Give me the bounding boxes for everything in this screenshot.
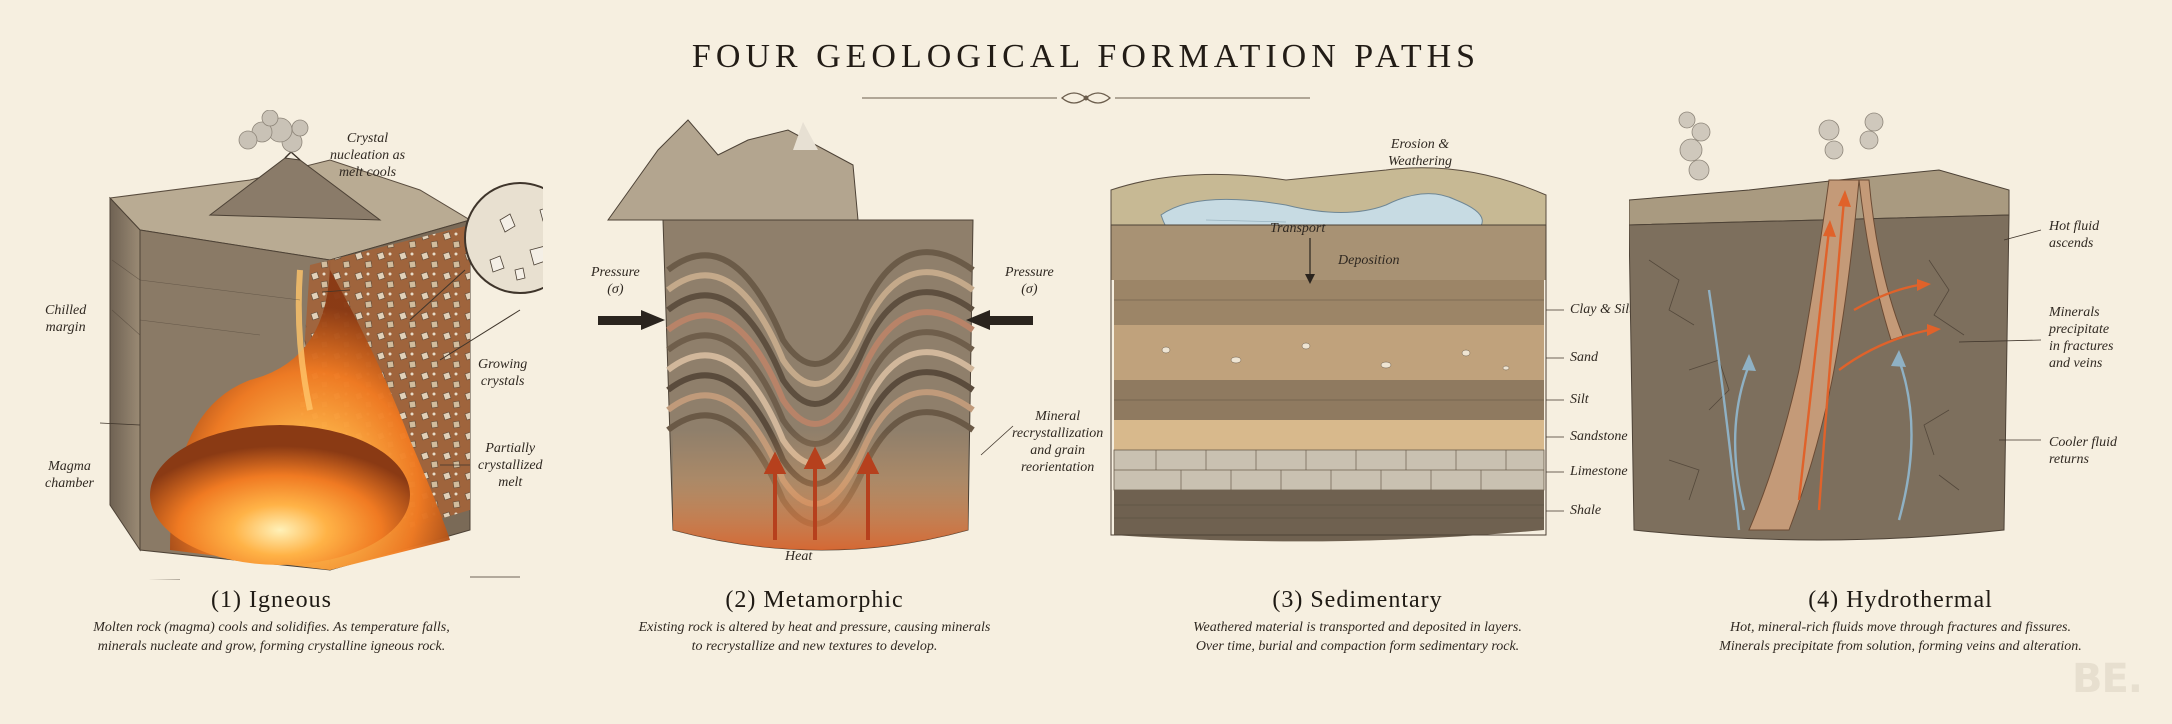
panel-title-hydrothermal: (4) Hydrothermal: [1808, 587, 1993, 613]
hydrothermal-illustration: [1629, 111, 2042, 541]
label-erosion: Erosion &Weathering: [1388, 137, 1453, 169]
page-title: FOUR GEOLOGICAL FORMATION PATHS: [691, 38, 1481, 75]
panel-title-sedimentary: (3) Sedimentary: [1272, 587, 1443, 613]
label-pressure-left: Pressure(σ): [591, 265, 640, 297]
sand-pebbles: [1161, 342, 1510, 371]
igneous-illustration: [99, 110, 543, 580]
title-ornament: [862, 92, 1310, 104]
label-deposition: Deposition: [1338, 253, 1400, 268]
label-layer-shale: Shale: [1570, 503, 1602, 518]
panel-description-metamorphic: Existing rock is altered by heat and pre…: [638, 620, 991, 654]
hot-fluid-arrows: [1797, 199, 1930, 511]
metamorphic-illustration: [598, 119, 1033, 551]
pressure-arrows: [598, 310, 1033, 330]
panel-description-hydrothermal: Hot, mineral-rich fluids move through fr…: [1719, 620, 2082, 654]
label-pressure-right: Pressure(σ): [1005, 265, 1054, 297]
steam-plumes: [1678, 111, 1884, 181]
label-transport: Transport: [1270, 221, 1326, 236]
volcano-smoke: [238, 110, 309, 153]
label-layer-sand: Sand: [1570, 350, 1598, 365]
cool-fluid-arrows: [1707, 289, 1913, 531]
panel-title-metamorphic: (2) Metamorphic: [725, 587, 904, 613]
panel-description-igneous: Molten rock (magma) cools and solidifies…: [93, 620, 450, 654]
rock-cracks: [1648, 259, 1965, 501]
label-layer-silt: Silt: [1570, 392, 1589, 407]
panel-sedimentary: Erosion &Weathering Transport Deposition…: [1086, 110, 1633, 670]
sedimentary-illustration: [1110, 167, 1564, 542]
label-layer-clay-silt: Clay & Silt: [1570, 302, 1633, 317]
heat-arrows: [763, 446, 880, 540]
label-heat: Heat: [785, 549, 813, 564]
panel-description-sedimentary: Weathered material is transported and de…: [1193, 620, 1522, 654]
panel-title-igneous: (1) Igneous: [211, 587, 332, 613]
watermark-logo: BE.: [2071, 656, 2143, 702]
label-layer-limestone: Limestone: [1570, 464, 1628, 479]
label-layer-sandstone: Sandstone: [1570, 429, 1628, 444]
nucleation-crystals: [489, 208, 543, 281]
